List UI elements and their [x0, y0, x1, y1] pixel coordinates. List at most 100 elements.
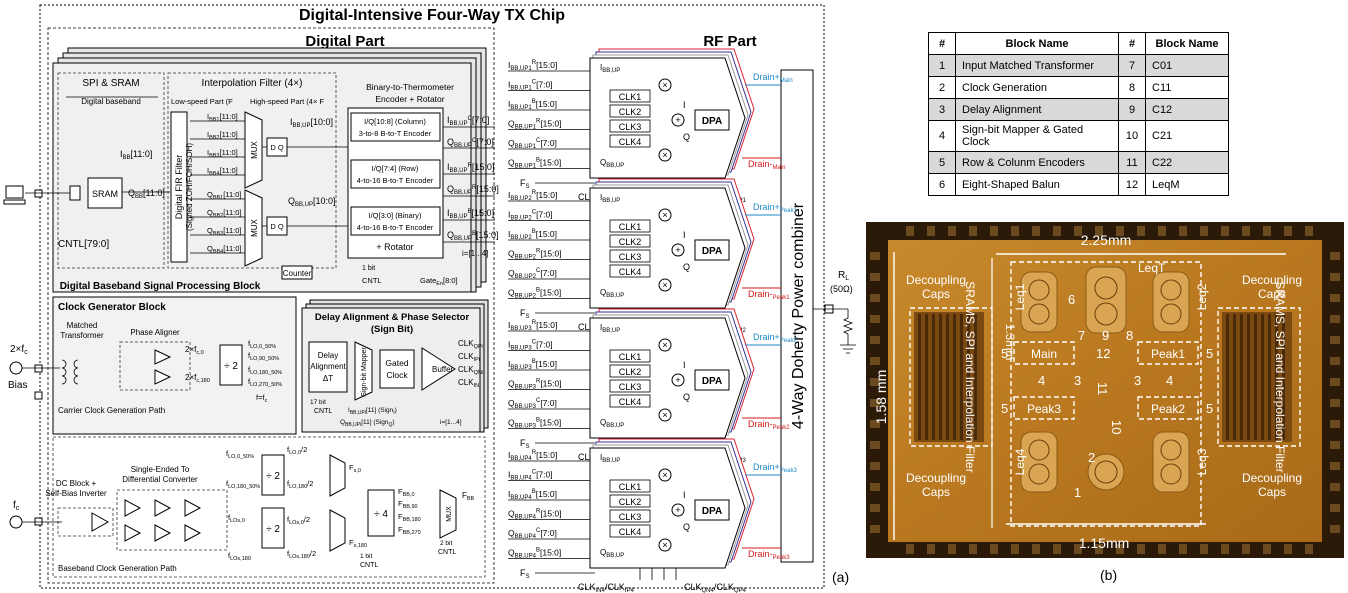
bond-pad: [1200, 226, 1208, 236]
sram-box-left: [909, 307, 993, 447]
bond-pad: [870, 378, 880, 386]
bond-pad: [870, 441, 880, 449]
dpa-path: IBB,UP4R[15:0]IBB,UP4C[7:0]IBB,UP4B[15:0…: [508, 438, 797, 593]
num-10: 10: [1109, 420, 1124, 434]
dpa-qbb-label: QBB,UP: [600, 288, 624, 299]
div4: [367, 489, 395, 537]
sram-stripe: [1261, 314, 1264, 440]
bond-pad: [1330, 252, 1340, 260]
num-11: 11: [1095, 382, 1110, 396]
mux-bb-top: [329, 454, 346, 497]
svg-text:fLOs,180/2: fLOs,180/2: [287, 549, 316, 560]
mux-fbb-label: MUX: [446, 506, 453, 522]
enc-column-l1: I/Q[10:8] (Column): [364, 117, 426, 126]
clk-box-label: CLK2: [619, 237, 642, 247]
svg-text:IBB2[11:0]: IBB2[11:0]: [207, 130, 238, 141]
dpa-cell: [589, 187, 746, 309]
clk-box-label: CLK4: [619, 397, 642, 407]
enc-binary-l2: 4-to-16 B-to-T Encoder: [357, 223, 434, 232]
bond-pad: [870, 273, 880, 281]
div2-bb-bottom-label: ÷ 2: [266, 524, 280, 535]
bond-pad: [1330, 273, 1340, 281]
gated1: Gated: [385, 358, 408, 368]
dpa-ibb-label: IBB,UP: [600, 323, 620, 334]
svg-text:Q: Q: [683, 132, 690, 142]
svg-text:CLKQNi: CLKQNi: [458, 365, 483, 376]
svg-text:f=fc: f=fc: [256, 393, 268, 404]
sram-stripe: [967, 314, 970, 440]
dpa-input-label: IBB,UP4B[15:0]: [508, 489, 557, 501]
dpa-input-label: QBB,UP4C[7:0]: [508, 528, 557, 540]
sram-stripe: [939, 314, 942, 440]
dpa-path: IBB,UP3R[15:0]IBB,UP3C[7:0]IBB,UP3B[15:0…: [508, 308, 797, 464]
ibb-lines: IBB1[11:0] IBB2[11:0] IBB3[11:0] IBB4[11…: [207, 112, 241, 255]
phase-aligner-label: Phase Aligner: [130, 328, 180, 337]
svg-text:fLO,270_50%: fLO,270_50%: [248, 377, 282, 388]
dpa-input-label: QBB,UP2C[7:0]: [508, 268, 557, 280]
dpa-path: IBB,UP1R[15:0]IBB,UP1C[7:0]IBB,UP1B[15:0…: [508, 48, 793, 204]
sram-box-right: [1217, 307, 1301, 447]
die-labels: Decoupling Caps Decoupling Caps Decoupli…: [906, 261, 1302, 499]
decap-bl-2: Caps: [922, 485, 950, 499]
svg-text:Q: Q: [683, 522, 690, 532]
matched-label: Matched: [67, 321, 98, 330]
sram-stripe: [1226, 314, 1229, 440]
svg-text:IBB3[11:0]: IBB3[11:0]: [207, 148, 238, 159]
dpa-input-label: QBB,UP3B[15:0]: [508, 418, 561, 430]
die-numbers: 1 2 3 3 4 4 5 5 5 5 6 7 8 9 10 11 12: [1001, 292, 1213, 500]
bond-pad: [1032, 544, 1040, 554]
clk-box-label: CLK1: [619, 222, 642, 232]
counter-block: [281, 265, 313, 280]
sram-label-right: SRAMS, SPI and Interpolation Filter: [1273, 281, 1287, 472]
rl-label: RL: [838, 270, 849, 282]
b2t-title2: Encoder + Rotator: [375, 94, 444, 104]
bbclk-sigs: fLO,0_50% fLO,180_50% fLOs,0 fLOs,180 fL…: [226, 445, 421, 562]
dim-left-label: 1.58 mm: [873, 370, 889, 424]
enc-binary-l1: I/Q[3:0] (Binary): [369, 211, 422, 220]
dpa-input-label: QBB,UP4R[15:0]: [508, 509, 562, 521]
leq4: Leq4: [1013, 448, 1027, 475]
sram-stripe: [946, 314, 949, 440]
phase-aligner-region: [119, 341, 191, 391]
svg-text:FBB,180: FBB,180: [398, 512, 421, 523]
bond-pad: [1158, 544, 1166, 554]
b2t-title1: Binary-to-Thermometer: [366, 82, 454, 92]
coil-leq3: [1152, 431, 1190, 493]
svg-text:fLOs,0: fLOs,0: [228, 513, 245, 524]
dpa-input-label: IBB,UP2R[15:0]: [508, 190, 557, 202]
rf-part-label: RF Part: [703, 33, 756, 50]
svg-text:fLOs,180: fLOs,180: [228, 551, 251, 562]
dc-label2: Self-Bias Inverter: [45, 489, 107, 498]
counter-label: Counter: [283, 269, 312, 278]
svg-text:×: ×: [662, 80, 667, 90]
enc-binary: [350, 206, 441, 236]
dq-i-label: D Q: [270, 143, 284, 152]
input-2fc: 2×fc: [10, 344, 28, 356]
gated2: Clock: [386, 370, 408, 380]
num-12: 12: [1096, 346, 1110, 361]
num-6: 6: [1068, 292, 1075, 307]
delay-box2: Alignment: [310, 362, 346, 371]
dpa-input-label: IBB,UP1B[15:0]: [508, 99, 557, 111]
dpa-ibb-label: IBB,UP: [600, 63, 620, 74]
decap-tl-1: Decoupling: [906, 273, 966, 287]
dpa-input-label: IBB,UP2B[15:0]: [508, 229, 557, 241]
clock-gen-label: Clock Generator Block: [58, 302, 166, 313]
b2t-out-lines: [443, 126, 495, 243]
bond-pad: [1032, 226, 1040, 236]
svg-text:×: ×: [662, 540, 667, 550]
clk-q-label: CLKQN4/CLKQP4: [684, 582, 747, 593]
spi-block: [69, 185, 81, 201]
bond-pad: [1330, 420, 1340, 428]
num-8: 8: [1126, 328, 1133, 343]
clk-box-label: CLK2: [619, 497, 642, 507]
svg-text:CLKIPi: CLKIPi: [458, 352, 480, 363]
peak3-label: Peak3: [1027, 402, 1061, 416]
num-5c: 5: [1001, 401, 1008, 416]
sign-i: IBB,UPi[11] (SignI): [348, 407, 397, 416]
pad-2fc: [34, 364, 43, 373]
bond-pad: [927, 226, 935, 236]
dim-top-label: 2.25mm: [1081, 232, 1132, 248]
dpa-input-label: IBB,UP3C[7:0]: [508, 340, 553, 352]
